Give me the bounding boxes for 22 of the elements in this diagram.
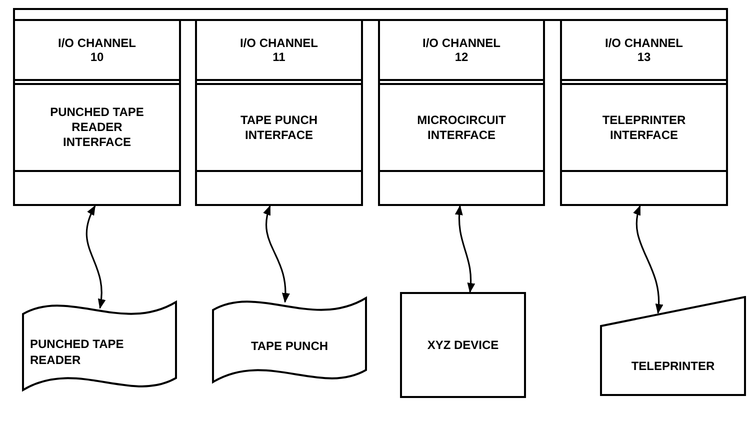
channel-label: I/O CHANNEL 13: [604, 36, 684, 64]
channel-label: I/O CHANNEL 12: [422, 36, 502, 64]
interface-name: TAPE PUNCH INTERFACE: [239, 112, 319, 142]
device-label: XYZ DEVICE: [427, 337, 499, 353]
device-shape: [600, 296, 746, 396]
interface-card: [378, 19, 545, 206]
device-label: TAPE PUNCH: [250, 338, 328, 354]
interface-name: MICROCIRCUIT INTERFACE: [416, 112, 507, 142]
channel-label: I/O CHANNEL 11: [239, 36, 319, 64]
double-arrow: [455, 205, 475, 293]
channel-label: I/O CHANNEL 10: [57, 36, 137, 64]
device-label: TELEPRINTER: [631, 358, 715, 374]
double-arrow: [86, 205, 106, 309]
interface-name: PUNCHED TAPE READER INTERFACE: [49, 105, 145, 150]
device-label: PUNCHED TAPE READER: [30, 336, 125, 368]
interface-card: [195, 19, 363, 206]
interface-name: TELEPRINTER INTERFACE: [601, 112, 687, 142]
device-shape: [400, 292, 526, 398]
interface-card: [560, 19, 728, 206]
double-arrow: [264, 205, 290, 303]
interface-card: [13, 19, 181, 206]
double-arrow: [634, 205, 663, 314]
